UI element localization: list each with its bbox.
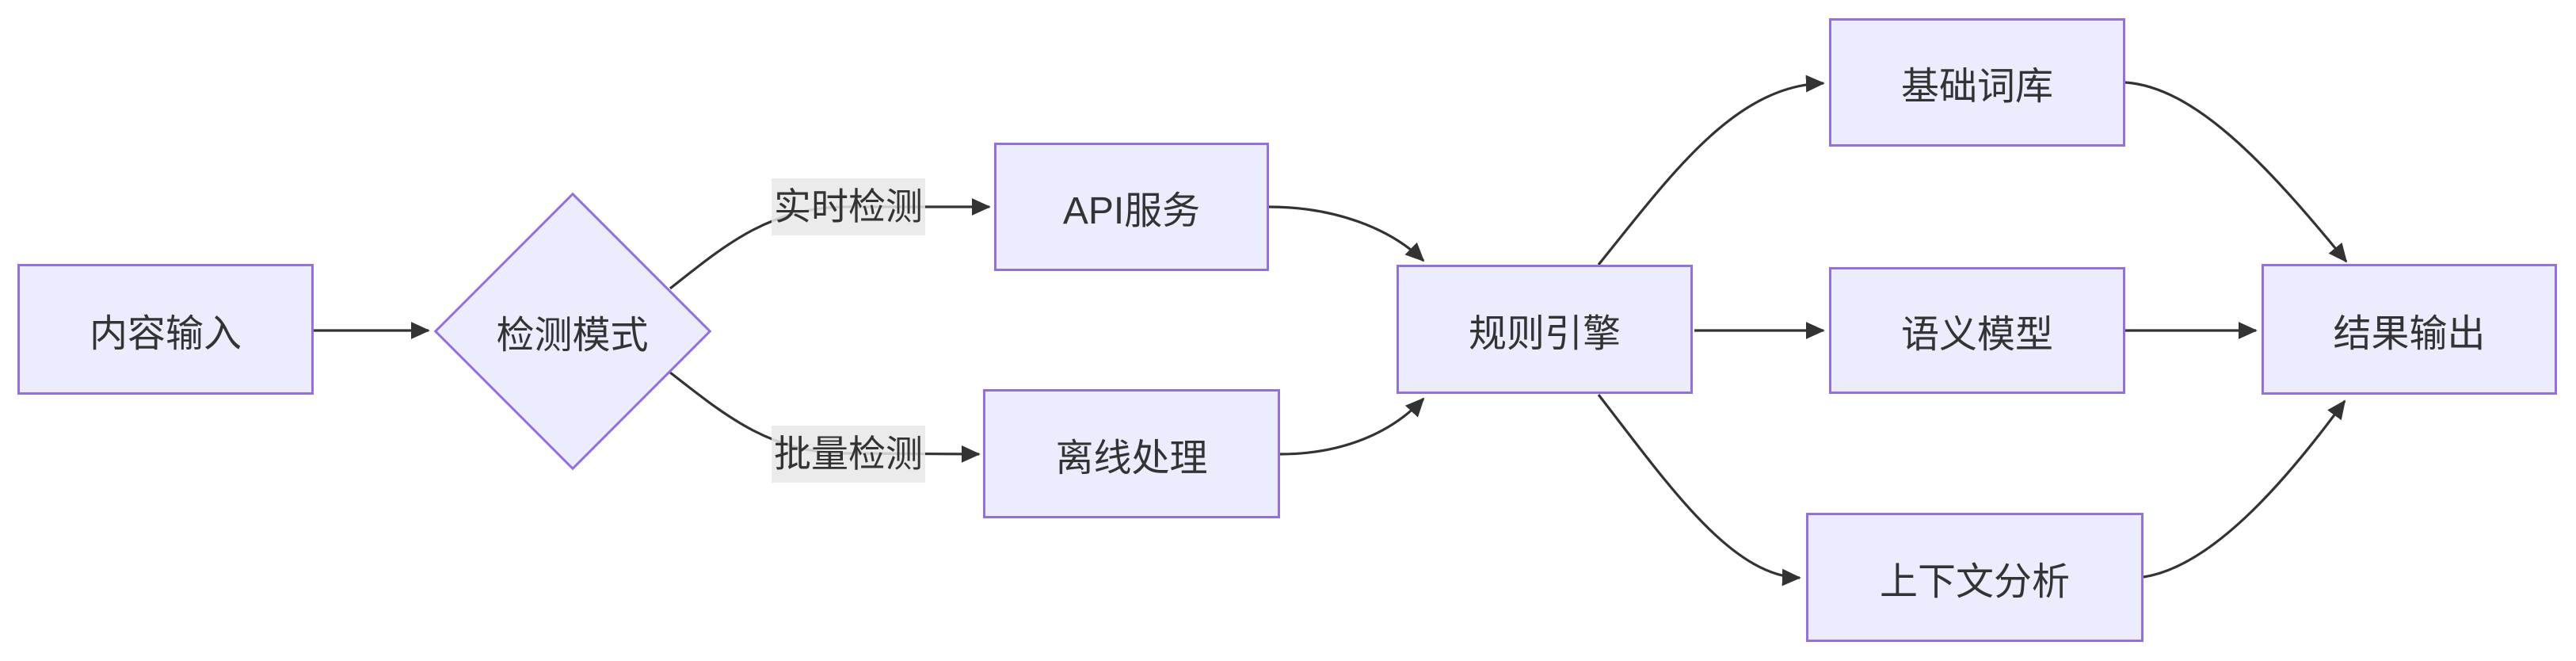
node-content-input-label: 内容输入 xyxy=(89,312,242,355)
node-offline-processing: 离线处理 xyxy=(983,389,1280,518)
node-semantic-model-label: 语义模型 xyxy=(1900,314,2053,356)
edge-context-to-output xyxy=(2143,399,2346,579)
node-result-output-label: 结果输出 xyxy=(2333,312,2486,355)
node-api-service-label: API服务 xyxy=(1062,190,1201,232)
node-offline-processing-label: 离线处理 xyxy=(1055,437,1208,480)
node-context-analysis: 上下文分析 xyxy=(1806,513,2143,642)
edge-api-to-rules xyxy=(1268,205,1425,262)
node-base-lexicon: 基础词库 xyxy=(1829,18,2125,147)
node-semantic-model: 语义模型 xyxy=(1829,267,2125,394)
node-detection-mode: 检测模式 xyxy=(433,192,711,470)
edge-lexicon-to-output xyxy=(2124,81,2348,263)
node-rule-engine-label: 规则引擎 xyxy=(1468,312,1621,355)
node-detection-mode-label: 检测模式 xyxy=(496,314,649,357)
edge-rules-to-context xyxy=(1597,394,1801,586)
node-api-service: API服务 xyxy=(994,143,1269,271)
node-rule-engine: 规则引擎 xyxy=(1397,265,1693,394)
node-context-analysis-label: 上下文分析 xyxy=(1879,560,2070,603)
node-content-input: 内容输入 xyxy=(17,264,314,395)
edge-rules-to-lexicon xyxy=(1597,75,1825,266)
node-result-output: 结果输出 xyxy=(2262,264,2557,395)
edge-label-realtime-detection: 实时检测 xyxy=(772,178,925,235)
edge-label-batch-detection: 批量检测 xyxy=(772,426,925,483)
node-base-lexicon-label: 基础词库 xyxy=(1900,66,2053,108)
edge-offline-to-rules xyxy=(1279,397,1425,456)
